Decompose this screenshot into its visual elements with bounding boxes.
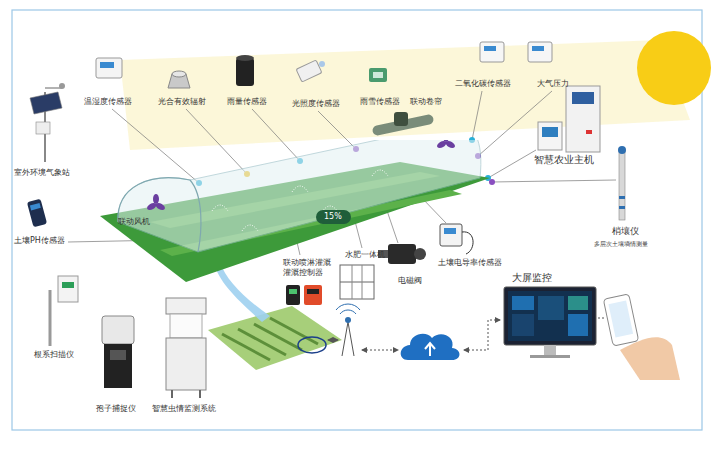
device-label: 孢子捕捉仪: [96, 404, 136, 414]
sensor-label: 温湿度传感器: [84, 97, 132, 107]
monitor: [504, 287, 596, 358]
device-label: 根系扫描仪: [34, 350, 74, 360]
device-label: 联动卷帘: [410, 97, 442, 107]
dashed-link: [598, 318, 606, 319]
device-label: 室外环境气象站: [14, 168, 70, 178]
light-sensor: [296, 60, 325, 82]
solenoid-valve: [378, 244, 426, 264]
co2-sensor: [480, 42, 504, 62]
device-label: 智慧虫情监测系统: [152, 404, 216, 414]
device-label: 电磁阀: [398, 276, 422, 286]
spore-trap: [102, 316, 134, 388]
frame: [12, 10, 702, 430]
par-sensor: [168, 71, 190, 88]
ph-sensor: [27, 199, 47, 228]
cloud: [401, 334, 460, 360]
temp-humidity-sensor: [96, 58, 122, 78]
insect-monitor: [166, 298, 206, 398]
rain-snow-sensor: [369, 68, 387, 82]
conductivity-sensor: [440, 224, 473, 254]
dashed-link: [362, 350, 398, 351]
node-title: 联动风机: [118, 216, 150, 227]
root-scanner: [50, 276, 78, 346]
sensor-label: 土壤电导率传感器: [438, 258, 502, 268]
fertigation-unit: [340, 265, 374, 299]
percent-value: 15%: [324, 212, 343, 222]
device-note: 多层次土壤墒情测量: [594, 240, 648, 248]
device-label: 梢壤仪: [612, 226, 639, 237]
dashed-link: [464, 320, 500, 350]
rain-gauge: [236, 55, 254, 86]
sun-beam: [120, 40, 690, 150]
field: [208, 306, 342, 370]
leader-lines: [68, 91, 616, 255]
soil-probe: [618, 146, 626, 220]
antenna: [336, 304, 360, 356]
sensor-label: 光合有效辐射: [158, 97, 206, 107]
sensor-label: 土壤PH传感器: [14, 236, 65, 246]
sensor-label: 雨量传感器: [227, 97, 267, 107]
weather-station: [30, 83, 65, 162]
sensor-label: 二氧化碳传感器: [455, 79, 511, 89]
device-label: 联动喷淋灌溉 灌溉控制器: [283, 258, 333, 278]
percent-badge: 15%: [316, 210, 351, 224]
pressure-sensor: [528, 42, 552, 62]
sensor-label: 大气压力: [537, 79, 569, 89]
sensor-label: 雨雪传感器: [360, 97, 400, 107]
sensor-label: 光照度传感器: [292, 99, 340, 109]
host-cabinets: [538, 86, 600, 152]
irrigation-controllers: [286, 285, 322, 305]
device-label: 水肥一体机: [345, 250, 385, 260]
roller-shutter: [372, 112, 435, 136]
device-label: 智慧农业主机: [534, 154, 594, 167]
dashed-link: [328, 340, 338, 341]
sun: [637, 31, 711, 105]
device-label: 大屏监控: [512, 272, 552, 285]
phone: [603, 294, 680, 380]
